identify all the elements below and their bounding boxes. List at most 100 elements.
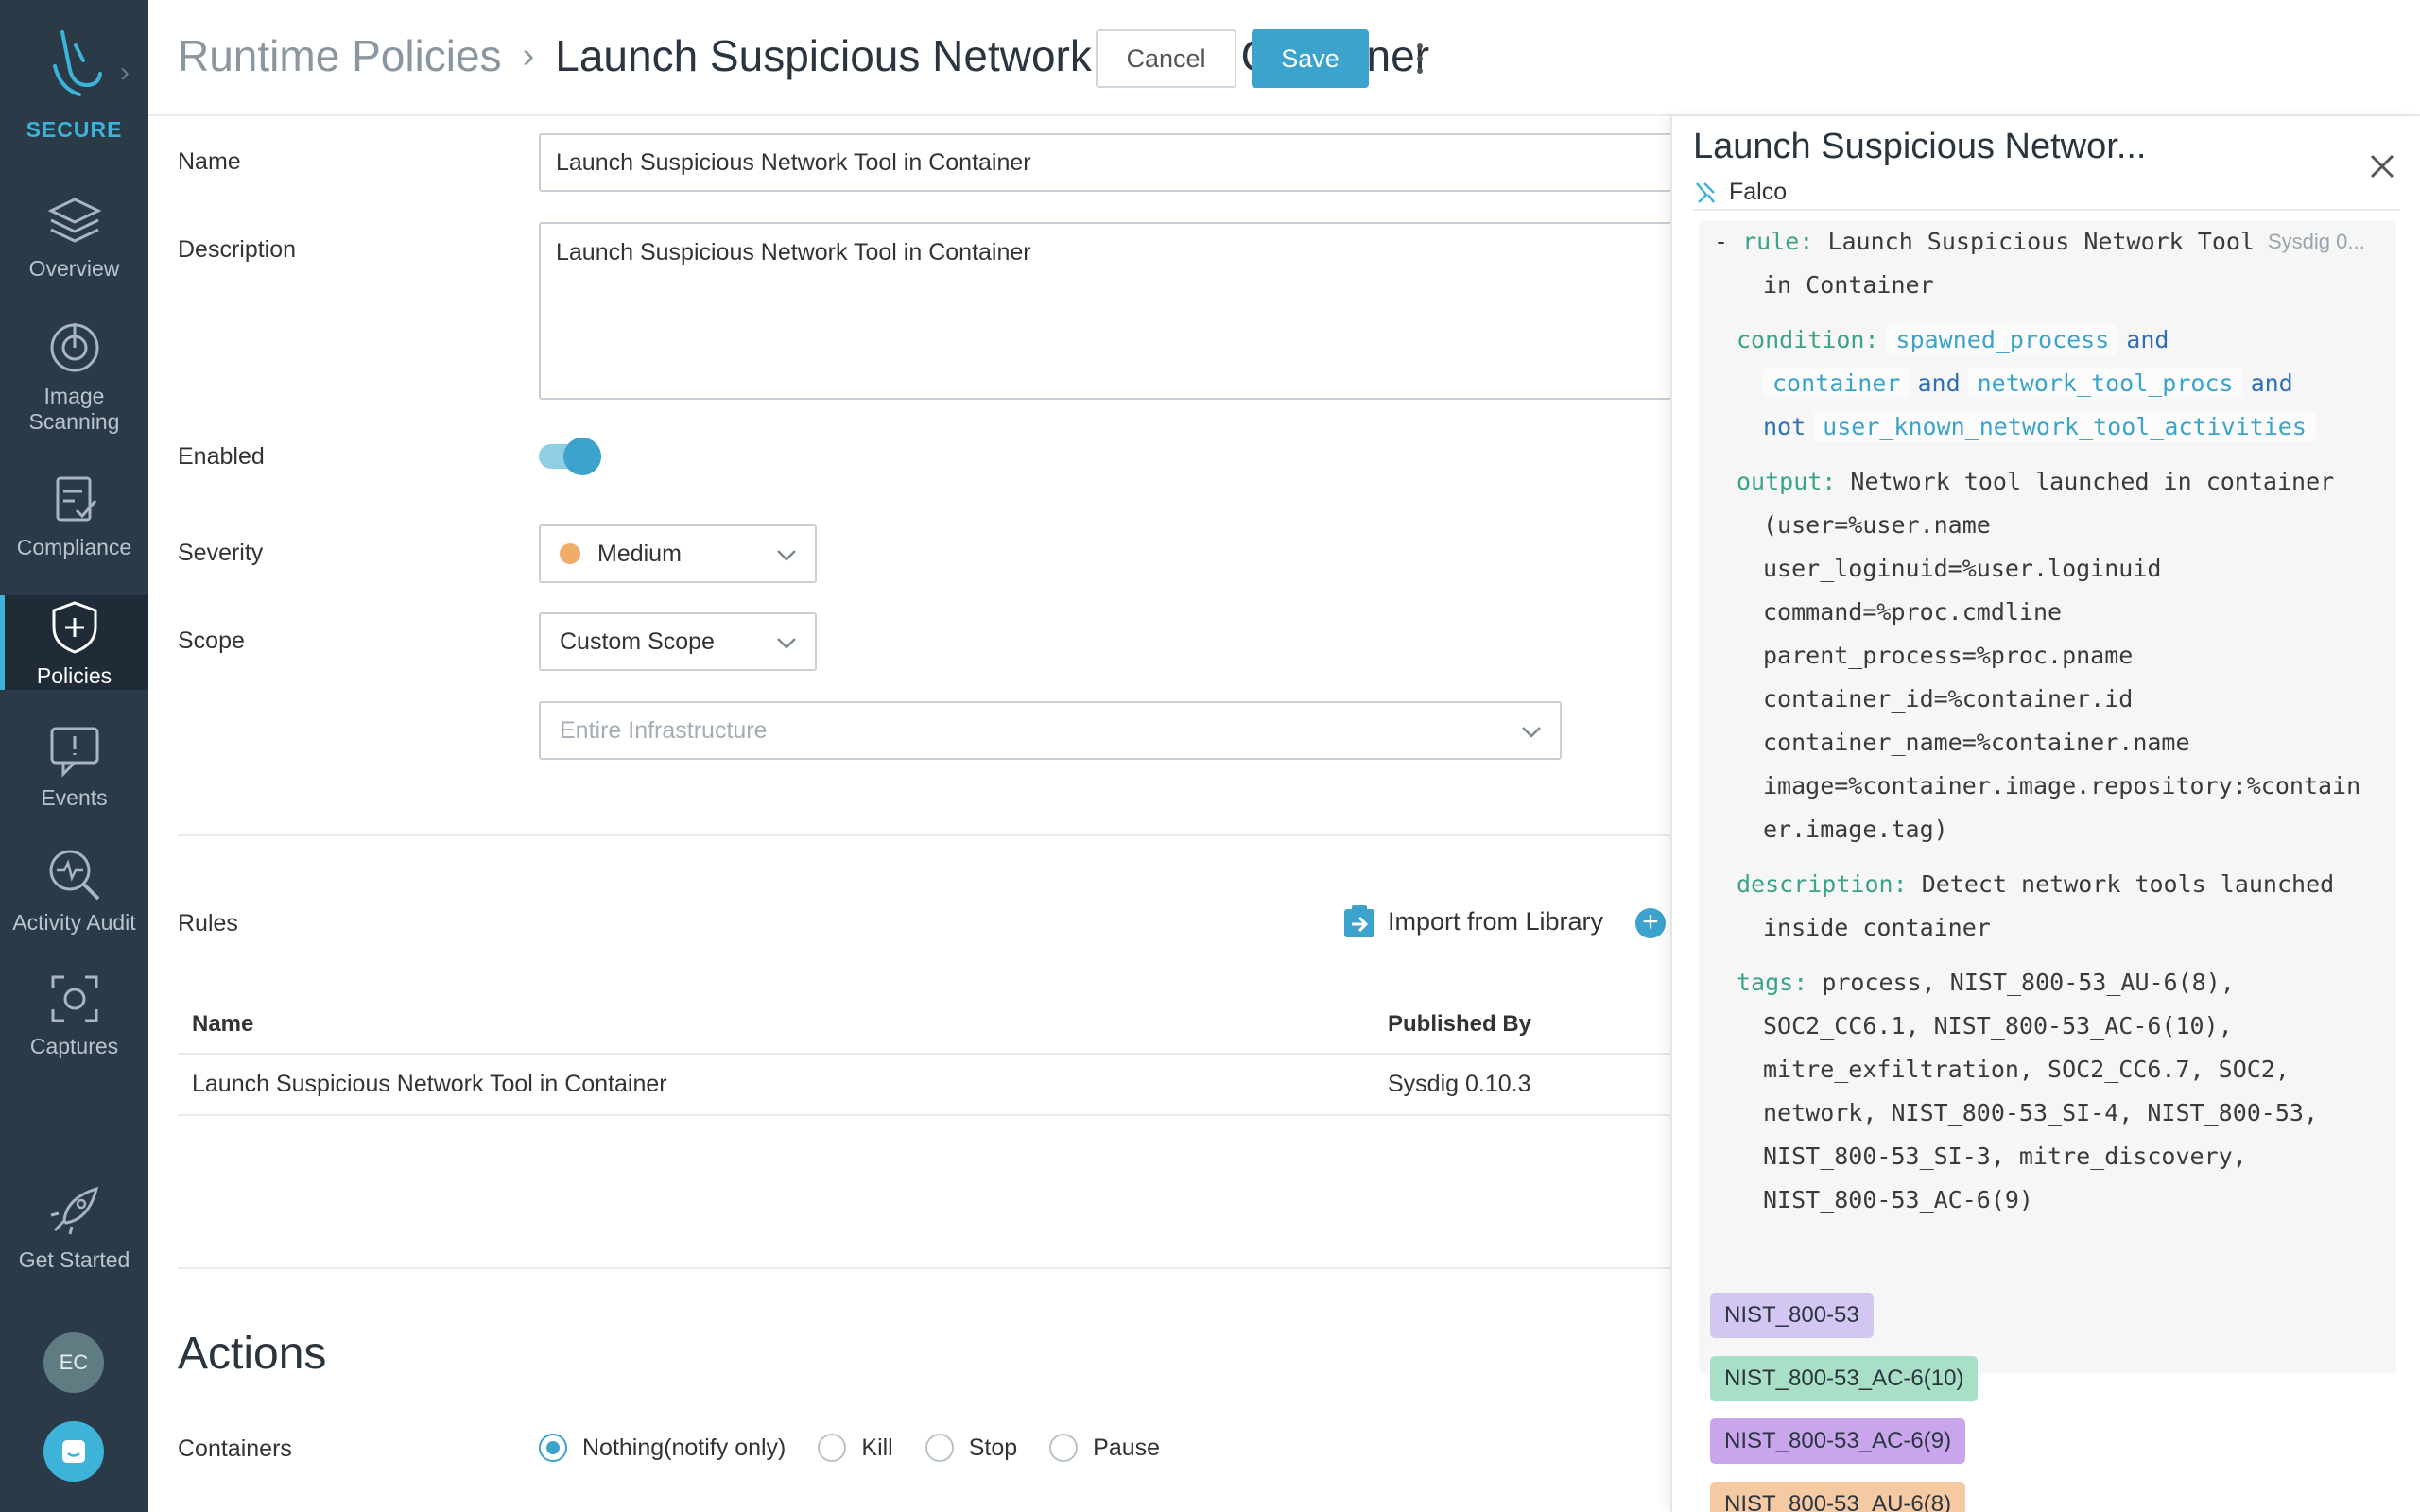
falco-icon bbox=[1696, 181, 1715, 203]
sysdig-logo-icon bbox=[52, 30, 102, 96]
nav-item-events[interactable]: Events bbox=[0, 723, 148, 811]
severity-select[interactable]: Medium bbox=[539, 524, 817, 583]
nav-item-get-started[interactable]: Get Started bbox=[0, 1183, 148, 1273]
policy-form: Name Launch Suspicious Network Tool in C… bbox=[148, 116, 1720, 1512]
more-options-icon[interactable] bbox=[1406, 38, 1434, 79]
radio-label-nothing[interactable]: Nothing(notify only) bbox=[582, 1434, 786, 1461]
breadcrumb: Runtime Policies › Launch Suspicious Net… bbox=[178, 30, 1429, 81]
tag-pill[interactable]: NIST_800-53_AC-6(9) bbox=[1710, 1418, 1966, 1464]
scope-infrastructure-select[interactable]: Entire Infrastructure bbox=[539, 701, 1562, 760]
yaml-description-line-2: inside container bbox=[1763, 914, 1991, 941]
severity-medium-dot bbox=[560, 543, 580, 564]
scope-label: Scope bbox=[178, 627, 245, 654]
yaml-output-line: user_loginuid=%user.loginuid bbox=[1763, 555, 2162, 582]
nav-label-get-started: Get Started bbox=[18, 1247, 130, 1272]
container-action-radio-group: Nothing(notify only) Kill Stop Pause bbox=[539, 1434, 1192, 1462]
table-header-name: Name bbox=[192, 1011, 254, 1037]
radio-pause[interactable] bbox=[1049, 1434, 1079, 1462]
yaml-tags-line: SOC2_CC6.1, NIST_800-53_AC-6(10), bbox=[1763, 1012, 2233, 1040]
rule-yaml-block: Sysdig 0... - rule: Launch Suspicious Ne… bbox=[1699, 220, 2396, 1373]
enabled-toggle[interactable] bbox=[539, 438, 601, 475]
scope-select[interactable]: Custom Scope bbox=[539, 612, 817, 671]
section-divider bbox=[178, 1267, 1671, 1269]
chevron-right-icon: › bbox=[522, 35, 535, 76]
radio-label-kill[interactable]: Kill bbox=[861, 1434, 893, 1461]
add-rule-button[interactable]: + bbox=[1635, 908, 1666, 938]
macro-user-known-network-tool-activities[interactable]: user_known_network_tool_activities bbox=[1813, 411, 2316, 442]
captures-icon bbox=[51, 975, 97, 1022]
save-button[interactable]: Save bbox=[1252, 29, 1369, 88]
severity-value: Medium bbox=[597, 540, 682, 567]
overview-icon bbox=[47, 198, 101, 243]
nav-label-policies: Policies bbox=[36, 663, 112, 688]
left-nav: › SECURE Overview Image Scanning Complia… bbox=[0, 0, 148, 1512]
chevron-down-icon bbox=[777, 638, 796, 649]
nav-item-image-scanning[interactable]: Image Scanning bbox=[0, 319, 148, 435]
table-header-published-by: Published By bbox=[1388, 1011, 1532, 1037]
radio-nothing[interactable] bbox=[539, 1434, 567, 1462]
description-label: Description bbox=[178, 236, 297, 263]
yaml-output-line: command=%proc.cmdline bbox=[1763, 598, 2063, 626]
rocket-icon bbox=[50, 1186, 98, 1235]
yaml-tags-line: NIST_800-53_SI-3, mitre_discovery, bbox=[1763, 1143, 2247, 1170]
name-input[interactable]: Launch Suspicious Network Tool in Contai… bbox=[539, 133, 1720, 192]
expand-nav-icon[interactable]: › bbox=[120, 57, 130, 88]
yaml-output-line: parent_process=%proc.pname bbox=[1763, 642, 2134, 669]
radio-label-stop[interactable]: Stop bbox=[968, 1434, 1018, 1461]
yaml-output-line: (user=%user.name bbox=[1763, 511, 1991, 539]
rule-source: Falco bbox=[1695, 179, 1787, 206]
nav-label-compliance: Compliance bbox=[16, 535, 132, 559]
panel-title: Launch Suspicious Networ... bbox=[1693, 127, 2147, 166]
image-scanning-icon bbox=[50, 323, 98, 372]
nav-item-activity-audit[interactable]: Activity Audit bbox=[0, 846, 148, 936]
macro-container[interactable]: container bbox=[1763, 368, 1910, 399]
radio-stop[interactable] bbox=[925, 1434, 954, 1462]
enabled-label: Enabled bbox=[178, 443, 265, 470]
description-textarea[interactable]: Launch Suspicious Network Tool in Contai… bbox=[539, 222, 1720, 400]
macro-spawned-process[interactable]: spawned_process bbox=[1886, 324, 2119, 355]
import-from-library-button[interactable]: Import from Library bbox=[1342, 903, 1603, 939]
nav-item-compliance[interactable]: Compliance bbox=[0, 472, 148, 560]
tag-pill[interactable]: NIST_800-53_AC-6(10) bbox=[1710, 1356, 1979, 1401]
nav-label-captures: Captures bbox=[29, 1034, 119, 1058]
containers-label: Containers bbox=[178, 1435, 292, 1462]
cancel-button[interactable]: Cancel bbox=[1096, 29, 1236, 88]
page-header: Runtime Policies › Launch Suspicious Net… bbox=[148, 0, 2420, 116]
toggle-knob bbox=[563, 438, 601, 475]
panel-divider bbox=[1693, 209, 2400, 211]
yaml-tags-line: tags: process, NIST_800-53_AU-6(8), bbox=[1737, 969, 2235, 996]
yaml-rule-line-2: in Container bbox=[1763, 271, 1934, 299]
brand[interactable]: › SECURE bbox=[0, 28, 148, 143]
section-divider bbox=[178, 834, 1671, 836]
chevron-down-icon bbox=[1522, 727, 1541, 738]
rule-published-by-cell: Sysdig 0.10.3 bbox=[1388, 1071, 1531, 1097]
yaml-tags-line: network, NIST_800-53_SI-4, NIST_800-53, bbox=[1763, 1099, 2318, 1126]
rule-name-cell[interactable]: Launch Suspicious Network Tool in Contai… bbox=[192, 1071, 667, 1097]
radio-kill[interactable] bbox=[818, 1434, 847, 1462]
yaml-description-line: description: Detect network tools launch… bbox=[1737, 870, 2335, 898]
yaml-output-line: output: Network tool launched in contain… bbox=[1737, 468, 2335, 495]
chat-icon bbox=[62, 1440, 85, 1463]
close-icon[interactable] bbox=[2368, 152, 2396, 180]
scope-placeholder: Entire Infrastructure bbox=[560, 716, 768, 744]
tag-pill[interactable]: NIST_800-53_AU-6(8) bbox=[1710, 1482, 1966, 1512]
brand-label: SECURE bbox=[26, 117, 123, 142]
nav-item-captures[interactable]: Captures bbox=[0, 971, 148, 1059]
scope-value: Custom Scope bbox=[560, 627, 715, 655]
nav-label-overview: Overview bbox=[28, 256, 120, 281]
macro-network-tool-procs[interactable]: network_tool_procs bbox=[1967, 368, 2243, 399]
radio-label-pause[interactable]: Pause bbox=[1093, 1434, 1161, 1461]
chat-button[interactable] bbox=[43, 1421, 104, 1482]
nav-item-overview[interactable]: Overview bbox=[0, 194, 148, 282]
user-avatar[interactable]: EC bbox=[43, 1332, 104, 1393]
nav-label-image-scanning: Image Scanning bbox=[28, 384, 120, 434]
tag-pill[interactable]: NIST_800-53 bbox=[1710, 1293, 1874, 1338]
breadcrumb-parent-link[interactable]: Runtime Policies bbox=[178, 31, 502, 80]
yaml-tags-line: NIST_800-53_AC-6(9) bbox=[1763, 1186, 2033, 1213]
rule-published-by: Sysdig 0... bbox=[2268, 230, 2365, 253]
compliance-icon bbox=[56, 476, 96, 522]
nav-item-policies[interactable]: Policies bbox=[0, 595, 148, 690]
